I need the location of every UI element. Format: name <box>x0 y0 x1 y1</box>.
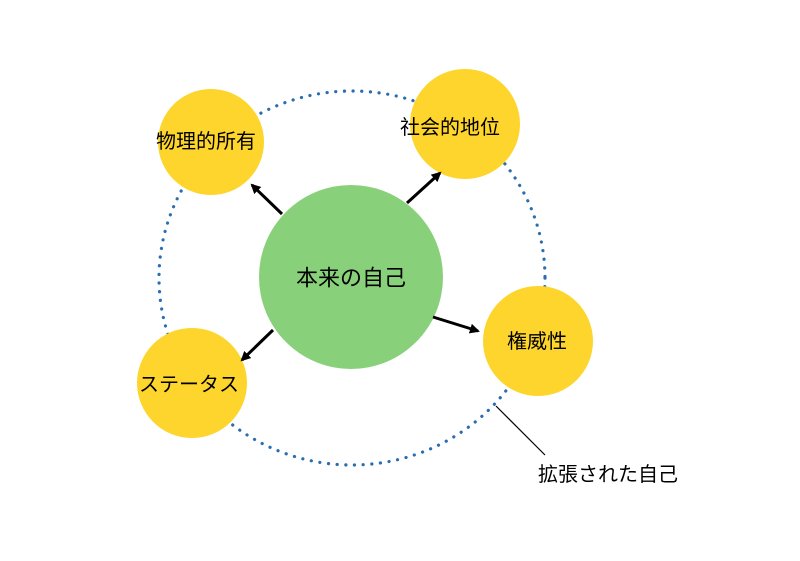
extended-self-leader-line <box>495 405 546 456</box>
satellite-social-position-label: 社会的地位 <box>400 115 500 139</box>
satellite-authority-circle <box>483 286 593 396</box>
satellite-physical-possessions-circle <box>158 89 264 195</box>
core-self-circle <box>259 185 443 369</box>
satellite-authority-label: 権威性 <box>507 329 567 353</box>
arrow-to-status <box>240 328 275 362</box>
satellite-social-position-circle <box>410 69 520 179</box>
satellite-status-label: ステータス <box>139 372 239 396</box>
satellite-physical-possessions-label: 物理的所有 <box>156 129 256 153</box>
arrow-to-authority <box>432 315 480 334</box>
arrow-to-social-position <box>405 171 442 205</box>
core-self-label: 本来の自己 <box>296 267 406 292</box>
arrow-to-physical-possessions <box>250 183 284 216</box>
extended-self-ring <box>157 89 547 467</box>
extended-self-label: 拡張された自己 <box>538 462 678 486</box>
satellite-status-circle <box>137 328 247 438</box>
